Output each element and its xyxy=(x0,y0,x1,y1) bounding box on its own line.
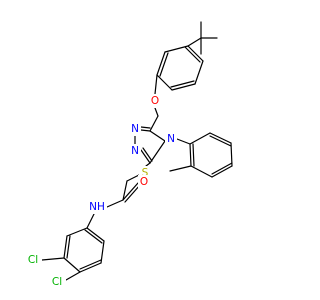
triazole-n4-label: N xyxy=(167,133,175,145)
bond-carbonyl xyxy=(124,184,141,203)
triazole-n1-label: N xyxy=(131,123,139,135)
atom-triazole-n2: N xyxy=(129,144,141,158)
atom-amide-nh: NH xyxy=(87,200,107,214)
bond-triazole xyxy=(142,147,153,162)
bond-triazole xyxy=(140,126,151,129)
bond-aryl-o xyxy=(154,74,158,95)
bond-ring1 xyxy=(156,74,173,91)
bond-carbonyl xyxy=(122,182,139,201)
bond-ring2 xyxy=(211,162,233,175)
bond-c3-cl xyxy=(41,257,65,261)
bond-o-ch2 xyxy=(154,107,159,117)
bond-ring3 xyxy=(100,240,105,264)
atom-carbonyl-oxygen: O xyxy=(138,175,150,189)
bond-ring1 xyxy=(184,46,201,63)
bond-ring2 xyxy=(230,142,233,167)
bond-ring3 xyxy=(79,259,102,270)
bond-triazole xyxy=(149,130,166,142)
triazole-n2-label: N xyxy=(131,145,139,157)
bond-ring2 xyxy=(209,132,232,144)
bond-ring3 xyxy=(63,235,68,259)
bond-triazole xyxy=(149,140,166,164)
atom-chlorine-3: Cl xyxy=(24,253,42,267)
bond-ring2 xyxy=(190,165,213,178)
bond-ch2-c3 xyxy=(149,115,159,132)
bond-ring1 xyxy=(156,51,166,76)
bond-tolyl-methyl xyxy=(169,165,192,172)
ether-oxygen-label: O xyxy=(151,95,159,107)
bond-ring1 xyxy=(164,45,189,53)
carbonyl-oxygen-label: O xyxy=(140,176,148,188)
bond-ring3 xyxy=(66,235,71,259)
bond-n4-tolyl xyxy=(176,138,191,145)
chlorine-4-label: Cl xyxy=(52,276,62,288)
bond-tbu-aryl xyxy=(187,37,202,47)
bond-ch2-carbonyl xyxy=(122,180,128,201)
bond-triazole xyxy=(140,149,151,164)
amide-nh-label: NH xyxy=(89,201,105,213)
atom-ether-oxygen: O xyxy=(149,94,161,108)
bond-ring3 xyxy=(84,229,103,244)
bond-carbonyl-nh xyxy=(106,199,124,208)
bond-ring3 xyxy=(66,227,88,237)
chlorine-3-label: Cl xyxy=(28,254,38,266)
bond-ring3 xyxy=(79,262,102,273)
bond-ring1 xyxy=(170,80,195,88)
bond-nh-aryl xyxy=(86,213,95,229)
bond-ring2 xyxy=(209,135,232,147)
bond-ring2 xyxy=(189,132,211,145)
bond-lines xyxy=(41,21,233,281)
bond-ring1 xyxy=(171,83,196,91)
bond-ring3 xyxy=(86,227,105,242)
atom-labels: O N N N S O NH xyxy=(24,94,177,289)
atom-triazole-n1: N xyxy=(129,122,141,136)
bond-c5-s xyxy=(145,162,151,167)
bond-triazole xyxy=(140,129,151,132)
bond-ring3 xyxy=(63,257,81,273)
bond-ring2 xyxy=(192,143,195,167)
molecule-structure: O N N N S O NH xyxy=(24,21,233,289)
bond-ring1 xyxy=(187,45,204,62)
bond-ring2 xyxy=(189,143,192,167)
bond-ring1 xyxy=(194,60,204,85)
atom-chlorine-4: Cl xyxy=(48,275,66,289)
bond-ring1 xyxy=(159,52,169,77)
bond-ring2 xyxy=(211,165,233,178)
thioether-sulfur-label: S xyxy=(142,167,149,179)
bond-s-ch2 xyxy=(126,174,140,182)
bond-c4-cl xyxy=(65,271,81,281)
atom-triazole-n4: N xyxy=(165,132,177,146)
